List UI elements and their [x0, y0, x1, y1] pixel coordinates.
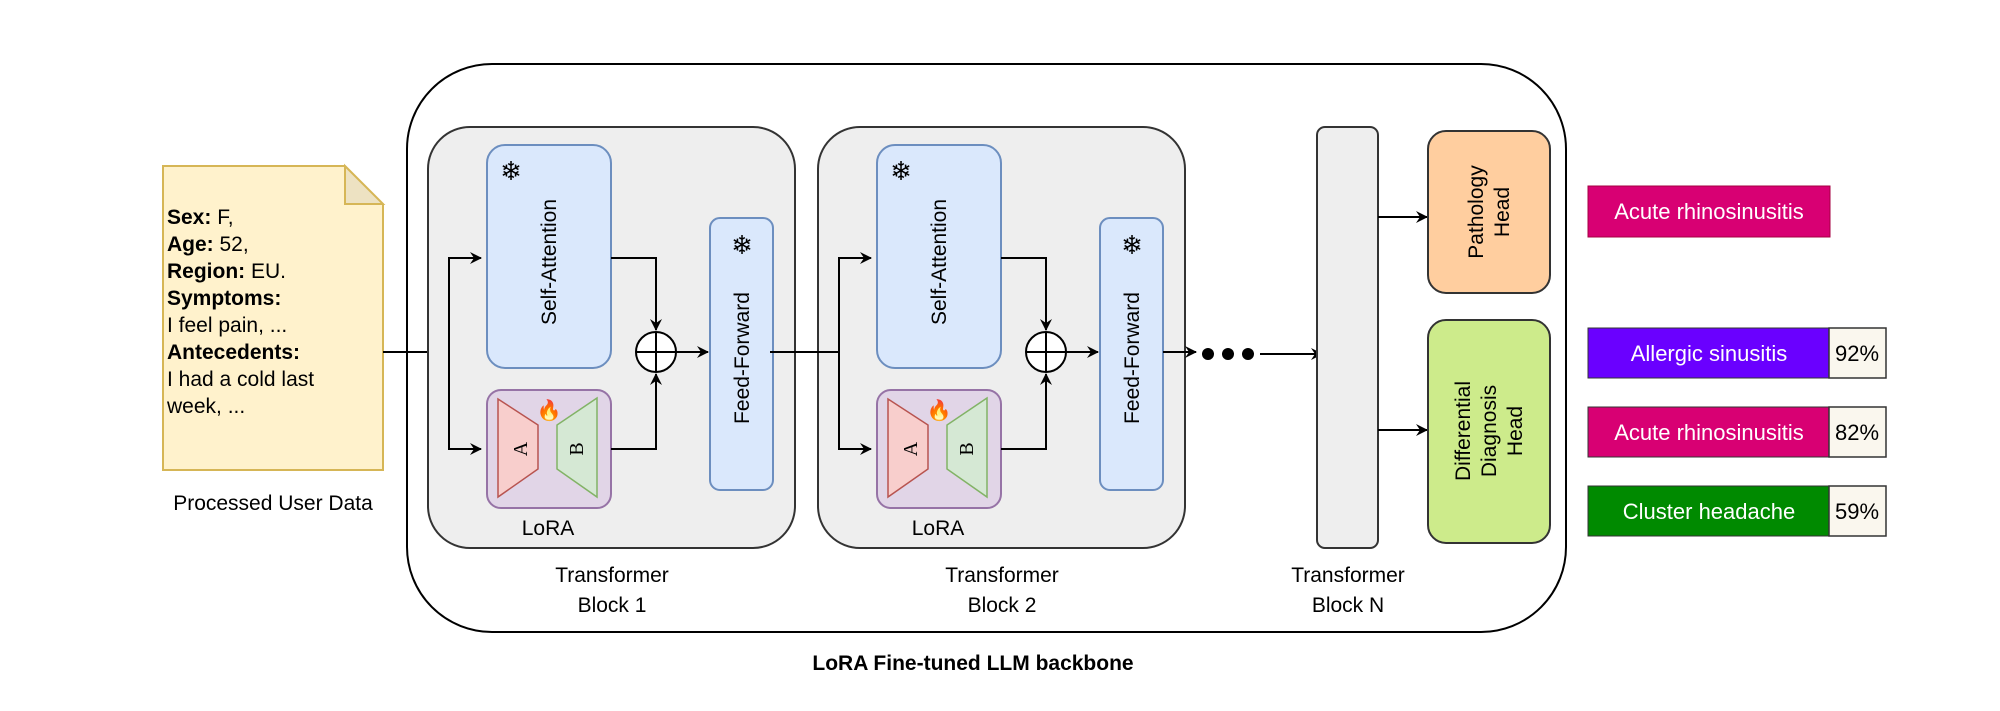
self-attention-label: Self-Attention	[538, 199, 561, 325]
input-field-value: I feel pain, ...	[167, 314, 287, 337]
pathology-head: Pathology Head	[1427, 130, 1551, 294]
snowflake-icon: ❄	[731, 230, 753, 260]
block-caption-2: Block 2	[968, 594, 1037, 617]
differential-output-label-box	[1587, 406, 1830, 458]
to-lora-arrow	[448, 352, 482, 455]
to-lora-arrow	[838, 352, 872, 455]
input-caption: Processed User Data	[173, 492, 373, 515]
lora-a-label: A	[510, 441, 532, 456]
snowflake-icon: ❄	[1121, 230, 1143, 260]
differential-output-pct-box	[1828, 327, 1887, 379]
lora-a-trapezoid	[887, 397, 929, 499]
input-line: I had a cold last	[167, 368, 314, 391]
feed-forward-label: Feed-Forward	[1121, 292, 1144, 424]
input-field-value: EU.	[245, 260, 286, 283]
differential-output-pct: 59%	[1835, 499, 1879, 524]
input-line: I feel pain, ...	[167, 314, 287, 337]
input-field-value: I had a cold last	[167, 368, 314, 391]
to-self-attention-arrow	[838, 252, 872, 352]
differential-output-pct-box	[1828, 406, 1887, 458]
transformer-block-n	[1316, 126, 1379, 549]
input-field-label: Sex:	[167, 206, 211, 229]
ellipsis-dots	[1202, 348, 1254, 360]
pathology-output-label: Acute rhinosinusitis	[1614, 199, 1804, 224]
input-line: Age: 52,	[167, 233, 249, 256]
block-caption-2: Block 1	[578, 594, 647, 617]
lora-b-trapezoid	[946, 396, 988, 499]
add-icon	[1025, 331, 1067, 373]
snowflake-icon: ❄	[500, 156, 522, 186]
block-caption-1: Transformer	[555, 564, 669, 587]
backbone-container	[406, 63, 1567, 633]
lora-label: LoRA	[522, 517, 575, 540]
differential-output-label-box	[1587, 485, 1830, 537]
lora-b-label: B	[566, 442, 588, 455]
pathology-head-label-1: Pathology	[1465, 165, 1488, 259]
input-line: Antecedents:	[167, 341, 300, 364]
lora-b-label: B	[956, 442, 978, 455]
input-field-label: Antecedents:	[167, 341, 300, 364]
self-attention-box	[876, 144, 1002, 369]
lora-a-trapezoid	[497, 397, 539, 499]
differential-output-label: Cluster headache	[1623, 499, 1795, 524]
input-field-label: Region:	[167, 260, 245, 283]
self-attention-to-add-arrow	[611, 257, 662, 331]
self-attention-box	[486, 144, 612, 369]
self-attention-label: Self-Attention	[928, 199, 951, 325]
differential-output-label-box	[1587, 327, 1830, 379]
lora-b-trapezoid	[556, 396, 598, 499]
self-attention-to-add-arrow	[1001, 257, 1052, 331]
differential-output-label: Acute rhinosinusitis	[1614, 420, 1804, 445]
input-line: Symptoms:	[167, 287, 281, 310]
feed-forward-box	[709, 217, 774, 491]
differential-output-pct-box	[1828, 485, 1887, 537]
lora-to-add-arrow	[1001, 373, 1052, 450]
lora-a-label: A	[900, 441, 922, 456]
input-field-value: week, ...	[166, 395, 245, 418]
input-document: Sex: F, Age: 52, Region: EU. Symptoms: I fee…	[162, 163, 386, 515]
lora-to-add-arrow	[611, 373, 662, 450]
fire-icon: 🔥	[927, 398, 952, 422]
feed-forward-box	[1099, 217, 1164, 491]
differential-head-label-1: Differential	[1452, 381, 1475, 481]
differential-output-pct: 92%	[1835, 341, 1879, 366]
input-field-label: Symptoms:	[167, 287, 281, 310]
differential-output-row: Cluster headache 59%	[1587, 485, 1887, 537]
differential-head-label-2: Diagnosis	[1478, 385, 1501, 477]
block-n-caption-2: Block N	[1312, 594, 1384, 617]
lora-label: LoRA	[912, 517, 965, 540]
input-field-value: 52,	[214, 233, 249, 256]
differential-output-row: Allergic sinusitis 92%	[1587, 327, 1887, 379]
snowflake-icon: ❄	[890, 156, 912, 186]
input-line: week, ...	[166, 395, 245, 418]
input-field-label: Age:	[167, 233, 214, 256]
pathology-head-label-2: Head	[1491, 187, 1514, 237]
differential-output-label: Allergic sinusitis	[1631, 341, 1788, 366]
block-caption-1: Transformer	[945, 564, 1059, 587]
differential-diagnosis-head: Differential Diagnosis Head	[1427, 319, 1551, 544]
block-n-caption-1: Transformer	[1291, 564, 1405, 587]
differential-output-row: Acute rhinosinusitis 82%	[1587, 406, 1887, 458]
to-self-attention-arrow	[448, 252, 482, 352]
backbone-caption: LoRA Fine-tuned LLM backbone	[812, 652, 1133, 675]
pathology-output: Acute rhinosinusitis	[1587, 185, 1831, 238]
input-field-value: F,	[211, 206, 233, 229]
add-icon	[635, 331, 677, 373]
fire-icon: 🔥	[537, 398, 562, 422]
input-line: Sex: F,	[167, 206, 234, 229]
differential-head-label-3: Head	[1504, 406, 1527, 456]
input-line: Region: EU.	[167, 260, 286, 283]
differential-output-pct: 82%	[1835, 420, 1879, 445]
feed-forward-label: Feed-Forward	[731, 292, 754, 424]
